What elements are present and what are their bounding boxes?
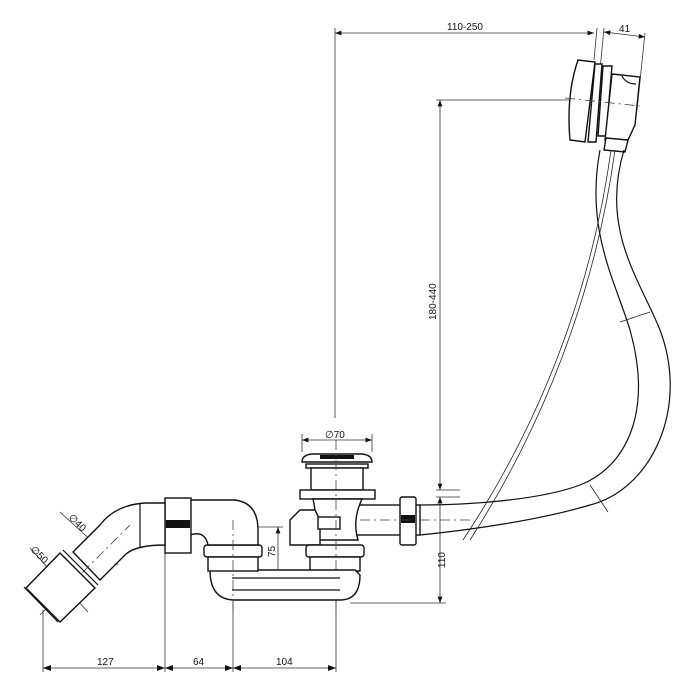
label-overflow-offset: 110-250 (447, 22, 483, 33)
overflow-head (564, 59, 641, 153)
label-pipe-diameter-40: ∅40 (66, 512, 88, 534)
dimension-labels: 110-250 41 180-440 ∅70 75 110 127 64 104… (28, 22, 631, 668)
label-overflow-depth: 41 (619, 24, 631, 35)
label-waste-height: 110 (437, 552, 448, 568)
label-trap-offset: 104 (276, 657, 293, 668)
label-elbow-offset: 64 (193, 657, 205, 668)
outlet-elbow (23, 497, 192, 623)
overflow-hose (419, 149, 671, 541)
label-pipe-diameter-50: ∅50 (28, 544, 50, 566)
label-plug-diameter: ∅70 (325, 430, 345, 441)
label-overflow-height: 180-440 (428, 283, 439, 320)
label-outlet-offset: 127 (97, 657, 114, 668)
label-trap-height: 75 (267, 545, 278, 557)
trap (189, 499, 361, 610)
drain-plug (289, 440, 376, 610)
